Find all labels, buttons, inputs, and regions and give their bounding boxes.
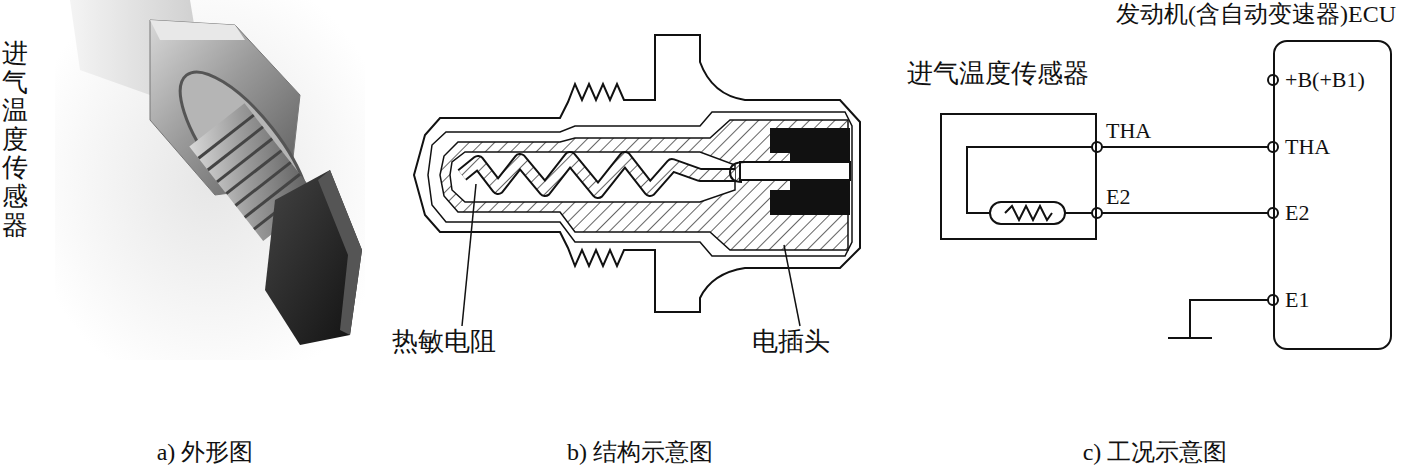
caption: c) 工况示意图 <box>1035 438 1275 466</box>
pin-terminal <box>1092 208 1102 218</box>
wire-line <box>1097 146 1273 148</box>
leader-line <box>462 184 476 326</box>
wire <box>1092 142 1278 152</box>
sensor-photo <box>55 0 365 360</box>
sensor-box: 进气温度传感器 <box>940 113 1097 240</box>
pin-name: THA <box>1106 117 1151 145</box>
wire-line <box>1097 212 1273 214</box>
pin-name: E2 <box>1106 183 1130 211</box>
part-name: 电插头 <box>752 328 830 356</box>
part-name: 热敏电阻 <box>392 328 496 356</box>
structure-section <box>414 35 860 326</box>
pin-name: E2 <box>1285 199 1309 227</box>
caption: a) 外形图 <box>105 438 305 466</box>
caption: b) 结构示意图 <box>520 438 760 466</box>
ecu-box: 发动机(含自动变速器)ECU+B(+B1)THAE2E1 <box>1273 40 1392 350</box>
wire <box>1092 208 1278 218</box>
leader-line <box>784 245 800 326</box>
pin-name: +B(+B1) <box>1285 66 1365 94</box>
vertical-title: 进气温度传感器 <box>2 40 28 240</box>
pin-name: THA <box>1285 133 1330 161</box>
ecu-title: 发动机(含自动变速器)ECU <box>1116 0 1396 28</box>
pin-name: E1 <box>1285 286 1309 314</box>
pin-terminal <box>1092 142 1102 152</box>
sensor-title: 进气温度传感器 <box>907 60 1089 88</box>
